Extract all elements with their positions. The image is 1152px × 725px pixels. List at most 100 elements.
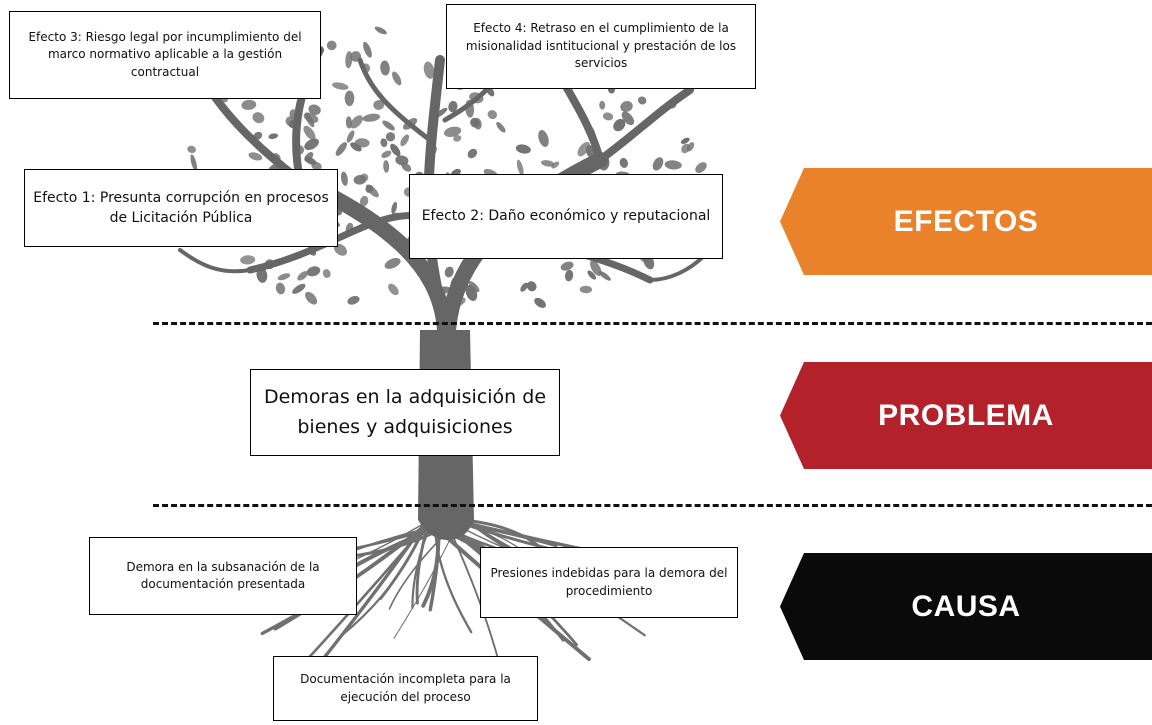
leaf	[695, 162, 707, 174]
leaf	[350, 115, 363, 129]
leaf	[365, 184, 379, 198]
leaf	[374, 26, 387, 35]
leaf	[652, 157, 664, 171]
leaf	[400, 134, 410, 147]
leaf	[526, 281, 537, 292]
leaf	[560, 261, 574, 271]
leaf	[487, 110, 498, 120]
leaf	[332, 82, 349, 90]
effect-2-text: Efecto 2: Daño económico y reputacional	[421, 208, 711, 225]
cause-band: CAUSA	[780, 553, 1152, 660]
leaf	[347, 295, 360, 305]
leaf	[443, 126, 462, 137]
leaf	[275, 282, 286, 295]
leaf	[423, 61, 435, 79]
effects-problem-divider	[153, 322, 1152, 325]
leaf	[551, 161, 560, 169]
leaf	[285, 116, 295, 127]
leaf	[252, 112, 265, 124]
leaf	[538, 130, 549, 147]
leaf	[303, 125, 316, 140]
leaf	[380, 138, 388, 148]
leaf	[340, 171, 348, 186]
leaf	[345, 51, 353, 69]
leaf	[326, 40, 337, 51]
leaf	[344, 90, 355, 107]
leaf	[359, 195, 369, 207]
leaf	[382, 120, 395, 131]
leaf	[392, 71, 402, 86]
leaf	[385, 132, 396, 142]
leaf	[350, 142, 362, 152]
effect-1-box: Efecto 1: Presunta corrupción en proceso…	[24, 169, 338, 247]
leaf	[599, 100, 606, 110]
leaf	[322, 269, 331, 278]
leaf	[268, 133, 279, 140]
leaf	[590, 260, 602, 277]
leaf	[564, 269, 574, 282]
leaf	[335, 142, 347, 156]
leaf	[187, 145, 196, 154]
leaf	[473, 118, 482, 130]
leaf	[468, 281, 480, 293]
leaf	[620, 100, 633, 113]
effect-3-box: Efecto 3: Riesgo legal por incumplimient…	[9, 11, 321, 99]
leaf	[362, 113, 381, 122]
leaf	[304, 138, 319, 151]
leaf	[308, 104, 321, 115]
cause-band-label: CAUSA	[911, 589, 1021, 623]
leaf	[515, 144, 531, 154]
leaf	[516, 159, 524, 176]
leaf	[680, 137, 690, 144]
leaf	[304, 156, 317, 165]
leaf	[619, 157, 628, 168]
leaf	[577, 141, 590, 157]
leaf	[395, 155, 409, 166]
leaf	[353, 174, 367, 185]
leaf	[277, 273, 291, 281]
cause-1-text: Demora en la subsanación de la documenta…	[126, 559, 320, 591]
problem-band: PROBLEMA	[780, 362, 1152, 469]
effect-2-box: Efecto 2: Daño económico y reputacional	[409, 174, 723, 259]
leaf	[602, 112, 614, 121]
leaf	[248, 152, 263, 161]
leaf	[444, 266, 454, 278]
effect-1-text: Efecto 1: Presunta corrupción en proceso…	[33, 189, 329, 226]
effect-4-text: Efecto 4: Retraso en el cumplimiento de …	[465, 21, 737, 71]
leaf	[496, 122, 506, 133]
leaf	[292, 283, 306, 294]
leaf	[306, 266, 321, 277]
leaf	[380, 60, 390, 76]
leaf	[305, 291, 318, 305]
leaf	[363, 41, 372, 58]
leaf	[305, 112, 315, 128]
leaf	[373, 99, 385, 110]
leaf	[579, 285, 593, 294]
effects-band-label: EFECTOS	[893, 204, 1039, 238]
cause-3-text: Documentación incompleta para la ejecuci…	[300, 672, 511, 704]
leaf	[598, 271, 611, 281]
cause-2-box: Presiones indebidas para la demora del p…	[480, 547, 738, 618]
leaf	[346, 130, 355, 143]
leaf	[637, 96, 647, 105]
leaf	[467, 148, 478, 159]
leaf	[681, 143, 690, 154]
leaf	[520, 282, 529, 292]
leaf	[388, 283, 399, 296]
leaf	[297, 271, 309, 281]
effects-band: EFECTOS	[780, 168, 1152, 275]
problem-cause-divider	[153, 504, 1152, 507]
leaf	[534, 297, 546, 308]
leaf	[587, 270, 597, 280]
cause-1-box: Demora en la subsanación de la documenta…	[89, 537, 357, 615]
cause-2-text: Presiones indebidas para la demora del p…	[490, 566, 728, 598]
leaf	[241, 99, 257, 110]
effect-3-text: Efecto 3: Riesgo legal por incumplimient…	[28, 29, 302, 79]
leaf	[384, 257, 401, 269]
leaf	[664, 160, 682, 170]
leaf	[383, 160, 390, 173]
leaf	[391, 201, 398, 214]
problem-band-label: PROBLEMA	[878, 398, 1054, 432]
problem-text: Demoras en la adquisición de bienes y ad…	[263, 386, 547, 438]
leaf	[381, 150, 392, 158]
